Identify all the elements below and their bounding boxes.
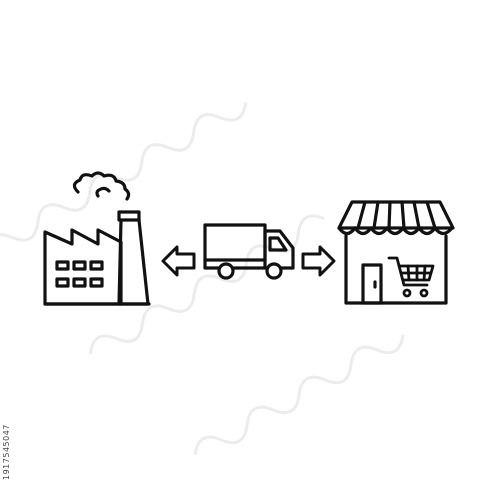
store-icon [337,200,455,305]
arrow-right-icon [301,245,336,277]
stock-image-id: 1917545047 [2,424,11,480]
shopping-cart-icon [387,256,435,298]
factory-icon [43,171,151,306]
arrow-left-icon [161,245,196,277]
delivery-truck-icon [203,223,295,280]
smoke-icon [72,171,131,201]
